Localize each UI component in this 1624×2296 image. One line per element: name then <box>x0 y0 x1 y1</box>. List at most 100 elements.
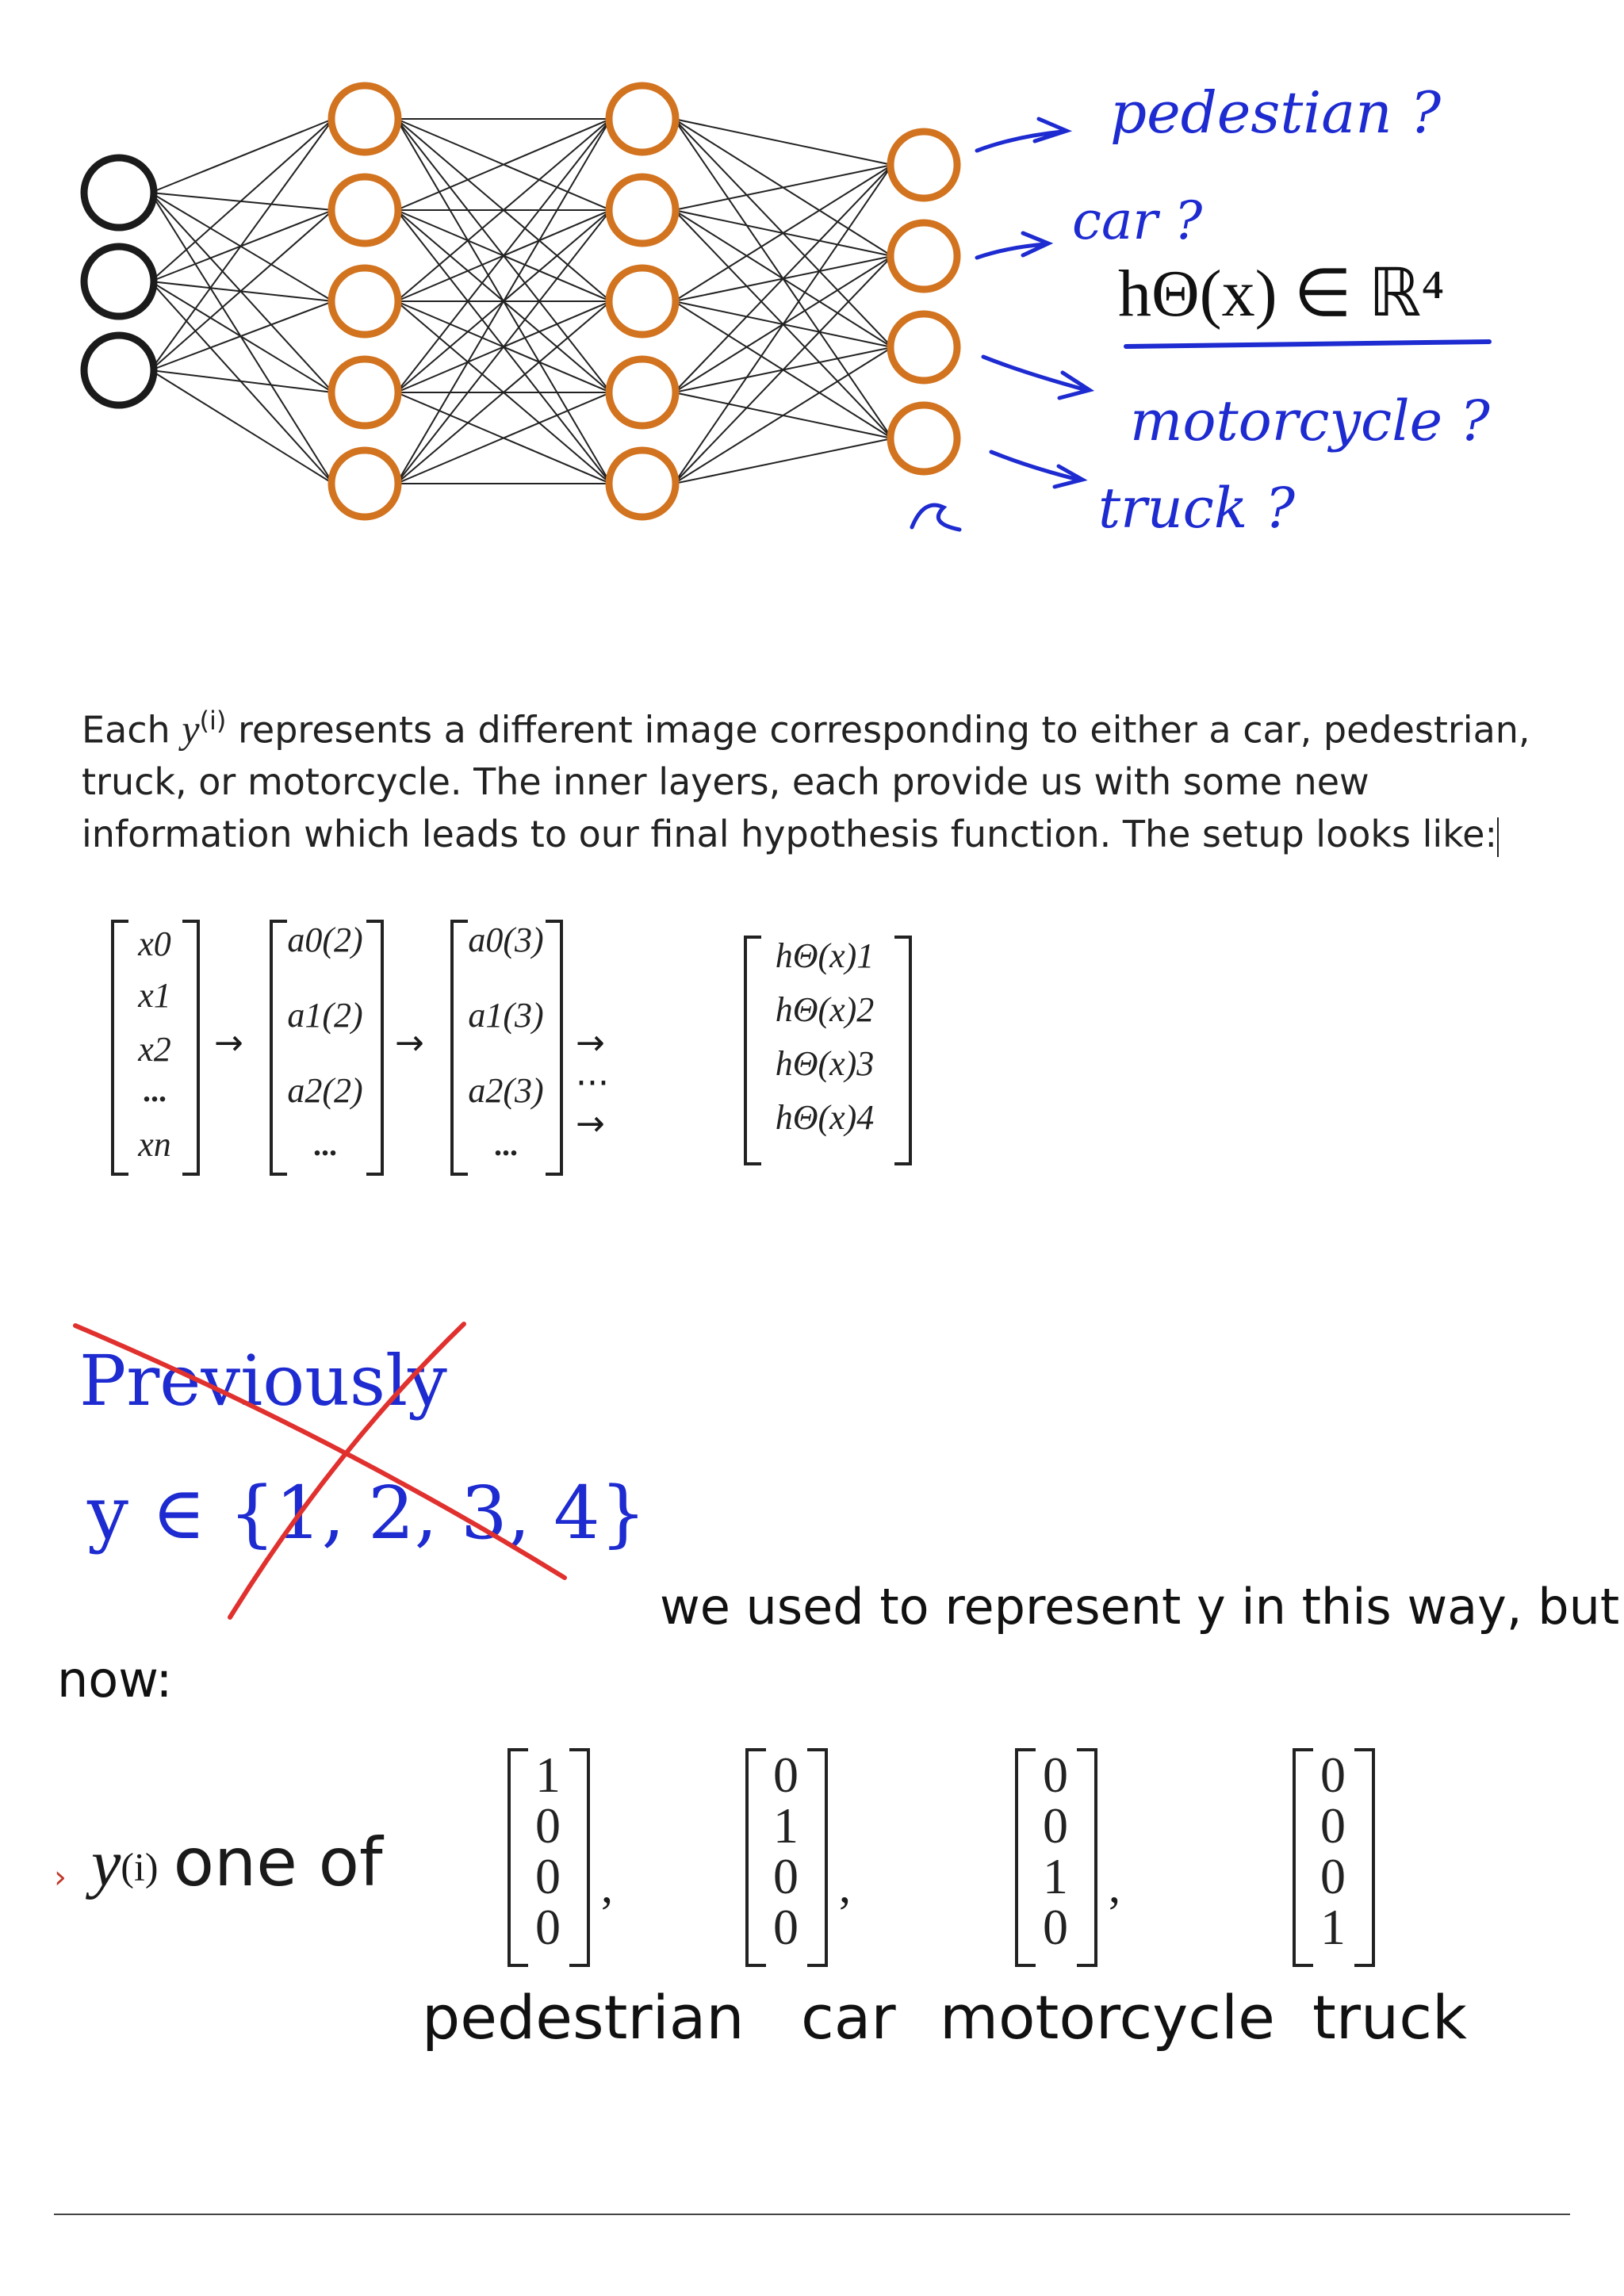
onehot-bracket-left <box>508 1748 528 1967</box>
network-edge <box>673 164 893 393</box>
input-node <box>80 243 158 320</box>
vector-cell: xn <box>138 1125 171 1164</box>
bracket-left <box>450 920 468 1176</box>
network-edge <box>396 392 611 484</box>
hidden-node <box>605 82 680 156</box>
arrow: → <box>214 1023 243 1063</box>
output-node <box>887 401 961 476</box>
onehot-cell: 1 <box>1320 1899 1346 1955</box>
y-symbol: y <box>182 706 200 752</box>
vector-cell: hΘ(x)3 <box>775 1044 875 1083</box>
onehot-cell: 1 <box>773 1797 799 1854</box>
onehot-cell: 1 <box>1043 1848 1068 1904</box>
onehot-comma: , <box>1109 1860 1120 1912</box>
network-edge <box>150 300 334 371</box>
network-edge <box>150 369 334 393</box>
onehot-prefix: y(i) one of <box>91 1823 383 1901</box>
onehot-cell: 0 <box>773 1899 799 1955</box>
hypothesis-label: hΘ(x) ∈ ℝ⁴ <box>1118 257 1445 331</box>
vector-cell: hΘ(x)4 <box>775 1098 875 1137</box>
network-edge <box>673 255 893 484</box>
previously-set: y ∈ {1, 2, 3, 4} <box>87 1471 647 1556</box>
onehot-comma: , <box>839 1860 851 1912</box>
bracket-right <box>894 936 912 1165</box>
vector-cell: x0 <box>138 924 171 963</box>
onehot-bracket-right <box>569 1748 590 1967</box>
network-edge <box>673 438 893 484</box>
output-node <box>887 219 961 293</box>
network-edge <box>673 118 893 166</box>
network-edges <box>150 118 893 484</box>
network-edge <box>150 369 334 484</box>
output-label-pedestrian: pedestian ? <box>1110 79 1442 146</box>
network-edge <box>150 281 334 484</box>
network-edge <box>396 118 611 393</box>
network-edge <box>396 118 611 211</box>
vector-cell: a2(3) <box>468 1071 544 1110</box>
bracket-left <box>270 920 287 1176</box>
onehot-label-pedestrian: pedestrian <box>422 1982 745 2053</box>
bracket-right <box>366 920 384 1176</box>
vector-cell: a1(3) <box>468 996 544 1035</box>
hidden-node <box>327 355 402 430</box>
vector-cell: hΘ(x)2 <box>775 990 875 1029</box>
network-edge <box>396 209 611 484</box>
output-label-truck: truck ? <box>1098 476 1296 541</box>
onehot-bracket-right <box>807 1748 828 1967</box>
caption-line2: now: <box>57 1651 173 1709</box>
onehot-cell: 0 <box>1320 1848 1346 1904</box>
hidden-node <box>605 446 680 521</box>
network-edge <box>150 192 334 211</box>
bracket-left <box>111 920 128 1176</box>
onehot-prefix-bullet: › <box>54 1859 67 1896</box>
hidden-node <box>605 173 680 247</box>
onehot-cell: 0 <box>773 1747 799 1803</box>
network-edge <box>673 164 893 211</box>
vector-cell: ... <box>313 1127 337 1162</box>
input-node <box>80 331 158 409</box>
network-edge <box>150 281 334 393</box>
input-node <box>80 154 158 232</box>
onehot-bracket-left <box>1293 1748 1313 1967</box>
caption-line1: we used to represent y in this way, but <box>660 1578 1620 1636</box>
network-edge <box>673 164 893 302</box>
output-arrows <box>910 117 1095 532</box>
hidden-node <box>327 264 402 339</box>
vector-cell: a2(2) <box>287 1071 363 1110</box>
vector-cell: x1 <box>138 976 171 1015</box>
bracket-left <box>744 936 761 1165</box>
network-edge <box>150 192 334 393</box>
onehot-bracket-left <box>1015 1748 1036 1967</box>
hidden-node <box>605 355 680 430</box>
vector-cell: a1(2) <box>287 996 363 1035</box>
onehot-cell: 0 <box>773 1848 799 1904</box>
description-paragraph: Each y(i) represents a different image c… <box>82 706 1530 857</box>
network-edge <box>396 118 611 484</box>
onehot-label-truck: truck <box>1312 1982 1468 2053</box>
output-node <box>887 128 961 202</box>
onehot-label-motorcycle: motorcycle <box>940 1982 1275 2053</box>
onehot-cell: 1 <box>535 1747 561 1803</box>
onehot-cell: 0 <box>1043 1797 1068 1854</box>
vector-cell: x2 <box>138 1030 171 1069</box>
network-edge <box>673 346 893 484</box>
output-node <box>887 310 961 385</box>
text-cursor <box>1496 817 1499 857</box>
y-superscript: (i) <box>199 706 227 736</box>
onehot-comma: , <box>601 1860 613 1912</box>
network-edge <box>150 192 334 302</box>
onehot-cell: 0 <box>1320 1797 1346 1854</box>
network-edge <box>150 281 334 302</box>
output-label-car: car ? <box>1072 190 1203 251</box>
network-nodes <box>80 82 961 521</box>
vector-cell: a0(2) <box>287 920 363 959</box>
vector-cell: a0(3) <box>468 920 544 959</box>
vector-cell: ... <box>143 1073 167 1108</box>
hidden-node <box>327 446 402 521</box>
arrow-ellipsis: → ··· → <box>576 1023 609 1144</box>
arrow: → <box>395 1023 424 1063</box>
network-edge <box>150 118 334 282</box>
bracket-right <box>546 920 563 1176</box>
network-edge <box>150 118 334 193</box>
onehot-label-car: car <box>801 1982 896 2053</box>
